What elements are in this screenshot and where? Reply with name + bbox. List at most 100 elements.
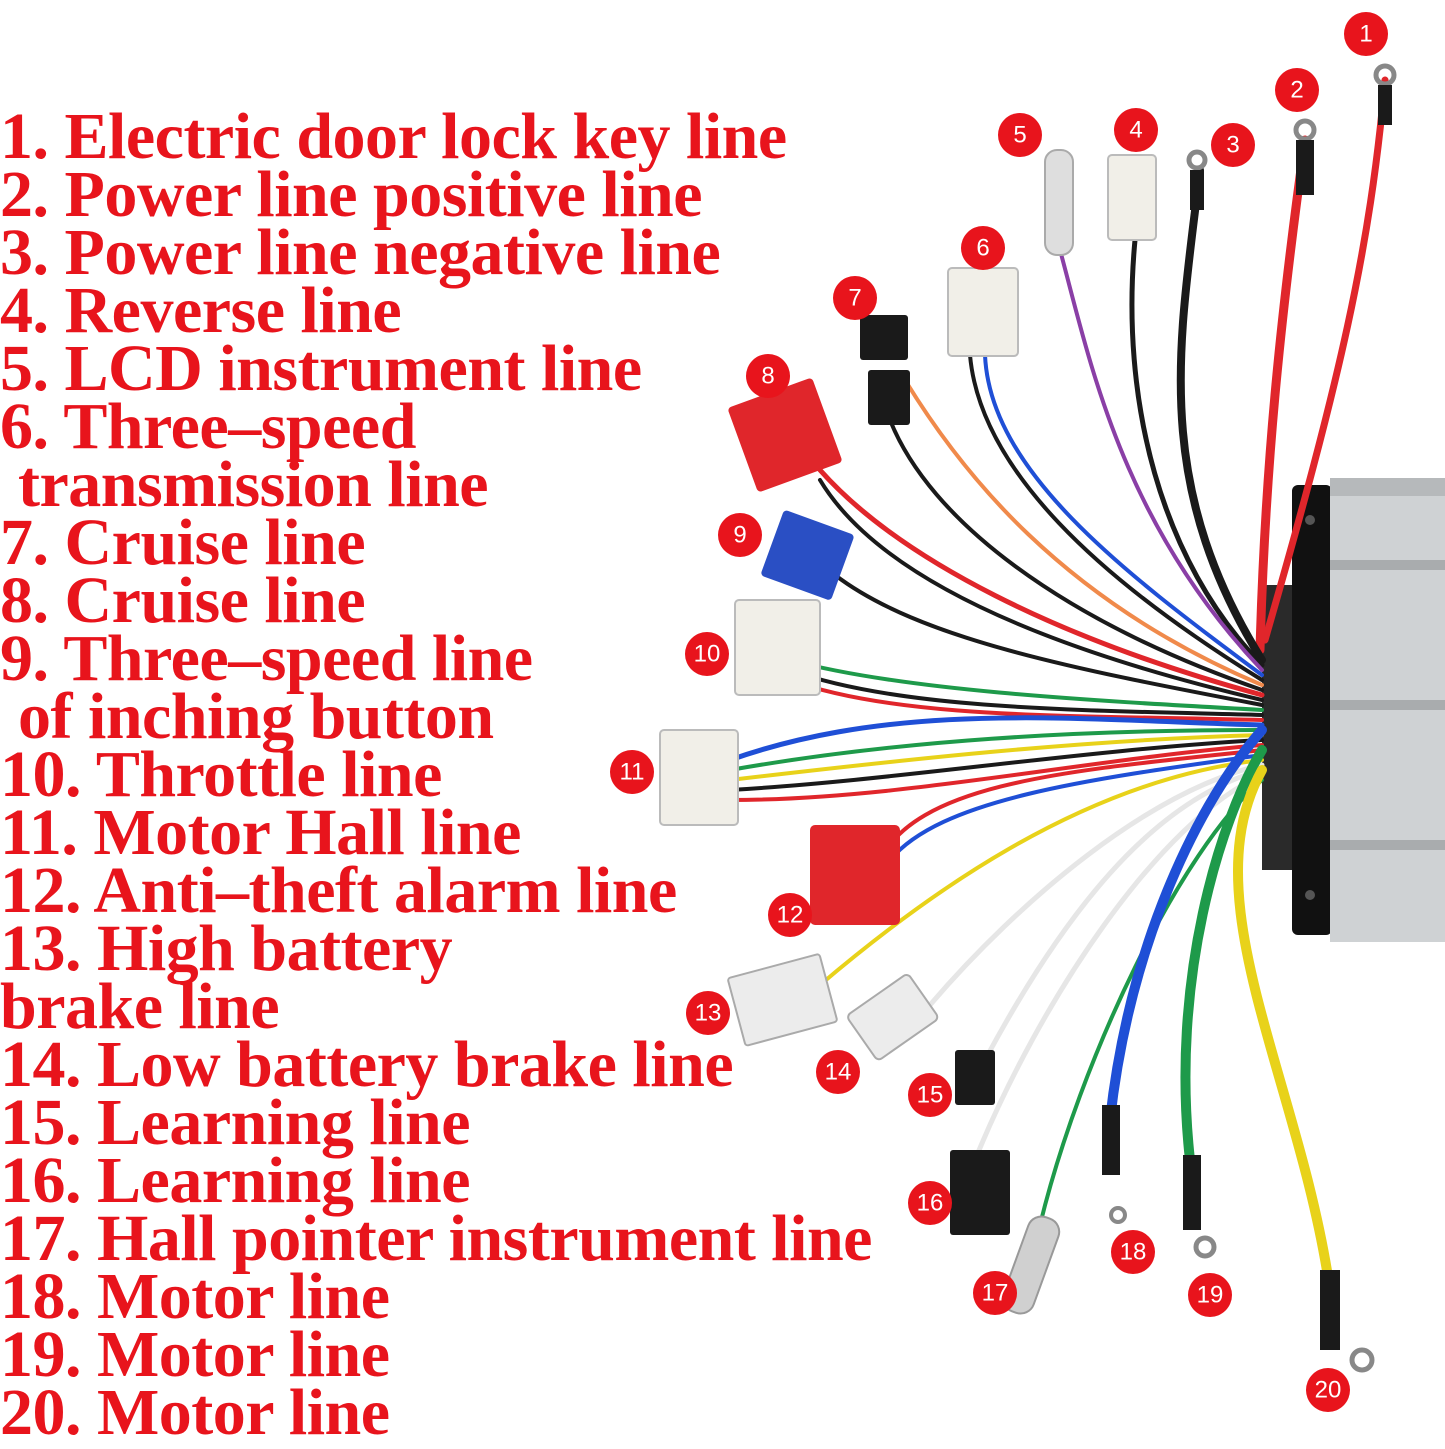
badge-11: 11 [610, 750, 654, 794]
legend-item-16: 16. Learning line [0, 1144, 471, 1217]
legend-item-20: 20. Motor line [0, 1376, 390, 1449]
wire-7b [888, 418, 1264, 692]
wire-3 [1176, 166, 1266, 664]
badge-8: 8 [746, 354, 790, 398]
connector-7a [860, 315, 908, 360]
wire-18 [1105, 725, 1267, 1125]
svg-text:18: 18 [1120, 1239, 1147, 1266]
legend-item-19: 19. Motor line [0, 1318, 390, 1391]
svg-text:15: 15 [917, 1082, 944, 1109]
badge-3: 3 [1211, 123, 1255, 167]
svg-text:7: 7 [848, 285, 861, 312]
ring-terminal-icon [1186, 149, 1208, 171]
svg-text:4: 4 [1129, 117, 1142, 144]
badge-12: 12 [768, 893, 812, 937]
legend-item-14: 14. Low battery brake line [0, 1028, 734, 1101]
ring-terminal-icon [1293, 118, 1317, 142]
screw-icon [1305, 515, 1315, 525]
controller-flange [1292, 485, 1332, 935]
svg-text:2: 2 [1290, 77, 1303, 104]
legend-item-13: 13. High battery [0, 912, 453, 985]
svg-text:17: 17 [982, 1280, 1009, 1307]
badge-10: 10 [685, 632, 729, 676]
badge-4: 4 [1114, 108, 1158, 152]
badge-5: 5 [998, 113, 1042, 157]
legend-item-12: 12. Anti–theft alarm line [0, 854, 677, 927]
legend-item-11: 11. Motor Hall line [0, 796, 521, 869]
wire-20 [1233, 765, 1335, 1295]
wire-8b [818, 478, 1264, 702]
connector-5 [1044, 149, 1074, 256]
svg-text:12: 12 [777, 902, 804, 929]
wire-11e [728, 743, 1264, 802]
wire-10c [788, 678, 1264, 722]
connectors [659, 63, 1397, 1373]
svg-text:6: 6 [976, 235, 989, 262]
legend-item-9: 9. Three–speed line [0, 622, 533, 695]
svg-text:11: 11 [620, 759, 645, 786]
badge-14: 14 [816, 1050, 860, 1094]
badge-18: 18 [1111, 1230, 1155, 1274]
legend-item-17: 17. Hall pointer instrument line [0, 1202, 872, 1275]
wire-9 [833, 573, 1264, 707]
svg-text:20: 20 [1315, 1377, 1342, 1404]
connector-7b [868, 370, 910, 425]
badges: 1 2 3 4 5 6 7 8 9 10 11 12 13 14 15 16 1… [610, 12, 1388, 1412]
wire-6b [968, 353, 1264, 682]
connector-13 [727, 953, 838, 1047]
wire-14 [927, 762, 1265, 1008]
svg-text:10: 10 [694, 641, 721, 668]
wire-13 [818, 758, 1264, 987]
legend-item-1: 1. Electric door lock key line [0, 100, 787, 173]
badge-1: 1 [1344, 12, 1388, 56]
svg-text:9: 9 [733, 522, 746, 549]
svg-text:13: 13 [695, 1000, 722, 1027]
legend-item-10: 10. Throttle line [0, 738, 442, 811]
svg-text:19: 19 [1197, 1282, 1224, 1309]
legend-item-6: 6. Three–speed [0, 390, 416, 463]
ring-terminal-icon [1109, 1206, 1127, 1224]
connector-6 [947, 267, 1019, 357]
badge-6: 6 [961, 226, 1005, 270]
wire-bundle [727, 76, 1389, 1295]
wire-11d [728, 738, 1264, 792]
badge-7: 7 [833, 276, 877, 320]
wire-12a [878, 748, 1264, 862]
connector-17 [1001, 1215, 1061, 1315]
legend-item-6-cont: transmission line [18, 448, 489, 521]
legend-item-4: 4. Reverse line [0, 274, 402, 347]
connector-9 [761, 510, 854, 600]
legend-item-3: 3. Power line negative line [0, 216, 721, 289]
legend-item-13-cont: brake line [0, 970, 280, 1043]
connector-10 [734, 599, 821, 696]
ring-terminal-icon [1373, 63, 1397, 87]
connector-14 [847, 974, 939, 1061]
wire-7a [903, 378, 1264, 687]
legend-item-9-cont: of inching button [18, 680, 494, 753]
wire-10a [788, 658, 1264, 712]
connector-11 [659, 729, 739, 826]
wire-11b [728, 728, 1264, 772]
wire-5 [1058, 248, 1264, 672]
wire-16 [972, 772, 1265, 1163]
wire-11c [728, 733, 1264, 782]
badge-2: 2 [1275, 68, 1319, 112]
wire-6a [983, 353, 1264, 677]
svg-text:5: 5 [1013, 122, 1026, 149]
wire-4 [1129, 237, 1265, 668]
svg-text:14: 14 [825, 1059, 852, 1086]
ring-terminal-icon [1193, 1235, 1217, 1259]
badge-13: 13 [686, 991, 730, 1035]
connector-15 [955, 1050, 995, 1105]
legend-item-7: 7. Cruise line [0, 506, 366, 579]
screw-icon [1305, 890, 1315, 900]
wire-19 [1180, 745, 1267, 1165]
legend-list: 1. Electric door lock key line 2. Power … [0, 100, 960, 1449]
connector-8 [728, 378, 842, 492]
wire-1 [1261, 76, 1389, 644]
badge-16: 16 [908, 1181, 952, 1225]
badge-19: 19 [1188, 1273, 1232, 1317]
legend-item-5: 5. LCD instrument line [0, 332, 642, 405]
wire-12b [888, 753, 1264, 862]
